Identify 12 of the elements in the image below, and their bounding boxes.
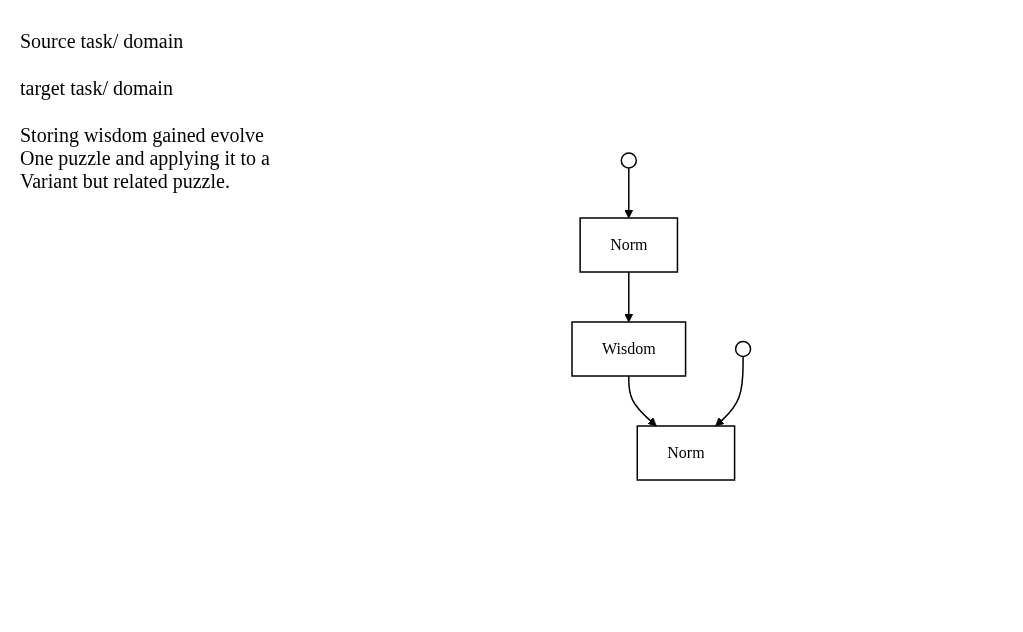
arrow bbox=[624, 166, 634, 218]
node-circle bbox=[735, 340, 752, 357]
text-label: Source task/ domain bbox=[20, 30, 185, 53]
arrow bbox=[624, 270, 634, 322]
text-label: target task/ domain bbox=[20, 77, 174, 100]
node-circle bbox=[620, 151, 638, 169]
text-label: Storing wisdom gained evolve One puzzle and applying it to a Variant but related puzzle. bbox=[20, 124, 271, 193]
node-box: Wisdom bbox=[571, 320, 687, 377]
node-box: Norm bbox=[579, 216, 679, 273]
node-box: Norm bbox=[636, 424, 736, 481]
arrow bbox=[715, 355, 745, 426]
arrow bbox=[628, 374, 657, 426]
